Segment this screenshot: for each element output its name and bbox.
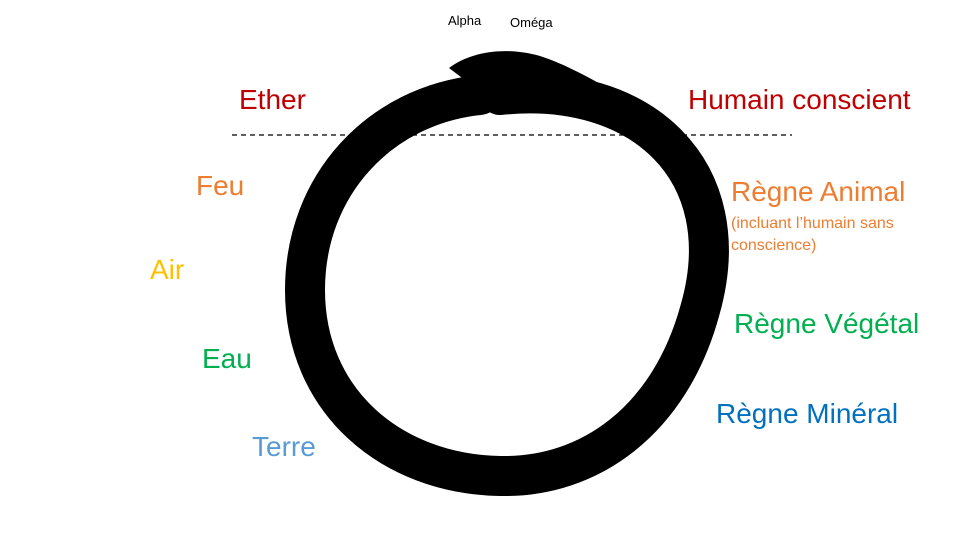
snake-head [449,51,620,120]
feu-label: Feu [196,170,245,201]
animal-note-line2: conscience) [731,237,817,255]
air-label: Air [150,254,185,285]
terre-label: Terre [252,431,316,462]
regne-animal-label: Règne Animal [731,176,906,207]
alpha-label: Alpha [448,13,482,28]
omega-label: Oméga [510,15,553,30]
humain-conscient-label: Humain conscient [688,84,911,115]
animal-note-line1: (incluant l’humain sans [731,215,894,232]
animal-note: (incluant l’humain sans conscience) [731,213,894,258]
ether-label: Ether [239,84,306,115]
snake-tail [323,85,507,207]
regne-mineral-label: Règne Minéral [716,398,899,429]
regne-vegetal-label: Règne Végétal [734,308,920,339]
eau-label: Eau [202,343,252,374]
snake-body [284,73,729,497]
